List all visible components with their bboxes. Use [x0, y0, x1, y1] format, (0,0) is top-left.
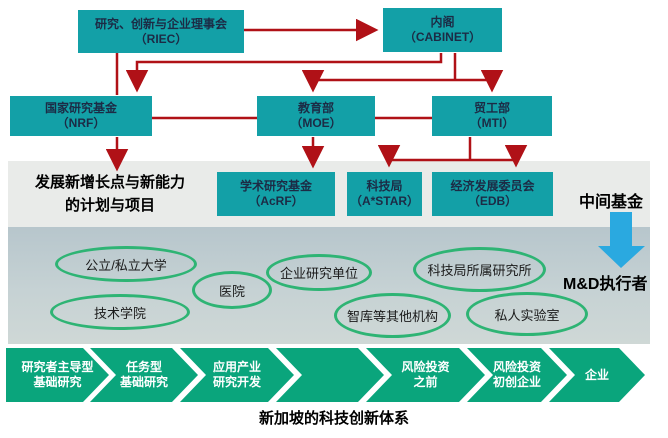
- box-astar: 科技局 （A*STAR）: [347, 172, 422, 216]
- ellipse-label: 智库等其他机构: [346, 309, 438, 324]
- chevron-line2: 之前: [413, 375, 438, 389]
- programs-label: 发展新增长点与新能力 的计划与项目: [24, 171, 196, 217]
- box-mti: 贸工部 （MTI）: [432, 96, 552, 136]
- ellipse-label: 技术学院: [93, 305, 146, 321]
- box-riec-abbr: （RIEC）: [134, 31, 188, 46]
- chevron-line1: 风险投资: [401, 360, 450, 374]
- box-moe: 教育部 （MOE）: [257, 96, 375, 136]
- box-astar-name: 科技局: [366, 179, 403, 193]
- chevron-line2: 研究开发: [212, 375, 261, 389]
- chevron-researcher-led-basic-research: 研究者主导型 基础研究: [6, 348, 109, 402]
- ellipse-label: 公立/私立大学: [85, 257, 167, 273]
- box-riec-name: 研究、创新与企业理事会: [94, 16, 227, 31]
- box-acrf-abbr: （AcRF）: [248, 194, 304, 208]
- box-nrf-name: 国家研究基金: [44, 101, 117, 115]
- chevron-line1: 企业: [584, 367, 609, 382]
- box-acrf: 学术研究基金 （AcRF）: [217, 172, 335, 216]
- chevron-line1: 任务型: [125, 360, 162, 374]
- chevron-line2: 基础研究: [119, 375, 168, 389]
- box-edb-name: 经济发展委员会: [450, 179, 535, 193]
- programs-label-line1: 发展新增长点与新能力: [34, 174, 185, 191]
- chevron-line1: 应用产业: [212, 360, 261, 374]
- box-mti-abbr: （MTI）: [469, 116, 515, 130]
- chevron-line2: 基础研究: [33, 375, 82, 389]
- box-moe-abbr: （MOE）: [290, 116, 342, 130]
- box-cabinet: 内阁 （CABINET）: [383, 8, 502, 52]
- box-moe-name: 教育部: [297, 101, 334, 115]
- box-astar-abbr: （A*STAR）: [349, 194, 420, 208]
- box-acrf-name: 学术研究基金: [239, 179, 312, 193]
- diagram-caption: 新加坡的科技创新体系: [258, 410, 409, 427]
- ellipse-public-private-universities: 公立/私立大学: [55, 246, 197, 282]
- ellipse-private-labs: 私人实验室: [466, 292, 588, 336]
- chevron-line1: 风险投资: [492, 360, 541, 374]
- box-cabinet-name: 内阁: [430, 15, 455, 29]
- md-executor-label: M&D执行者: [563, 276, 648, 293]
- box-edb: 经济发展委员会 （EDB）: [432, 172, 553, 216]
- box-mti-name: 贸工部: [473, 101, 510, 115]
- ellipse-label: 医院: [218, 283, 245, 299]
- chevron-line2: 初创企业: [492, 375, 541, 389]
- ellipse-corporate-research-units: 企业研究单位: [266, 254, 372, 291]
- box-cabinet-abbr: （CABINET）: [403, 30, 482, 44]
- ellipse-label: 企业研究单位: [279, 266, 358, 281]
- middle-fund-label: 中间基金: [579, 194, 644, 211]
- ellipse-label: 科技局所属研究所: [427, 263, 532, 278]
- programs-label-line2: 的计划与项目: [64, 197, 155, 214]
- chevron-line1: 研究者主导型: [21, 360, 94, 374]
- box-riec: 研究、创新与企业理事会 （RIEC）: [78, 10, 244, 53]
- ellipse-astar-research-institutes: 科技局所属研究所: [413, 247, 546, 292]
- chevron-mission-basic-research: 任务型 基础研究: [90, 348, 198, 402]
- box-edb-abbr: （EDB）: [467, 194, 518, 208]
- ellipse-label: 私人实验室: [494, 307, 560, 323]
- ellipse-think-tanks-other: 智库等其他机构: [334, 293, 451, 338]
- box-nrf: 国家研究基金 （NRF）: [10, 96, 152, 136]
- ellipse-hospitals: 医院: [192, 271, 272, 309]
- ellipse-technical-institutes: 技术学院: [50, 294, 190, 330]
- box-nrf-abbr: （NRF）: [56, 116, 106, 130]
